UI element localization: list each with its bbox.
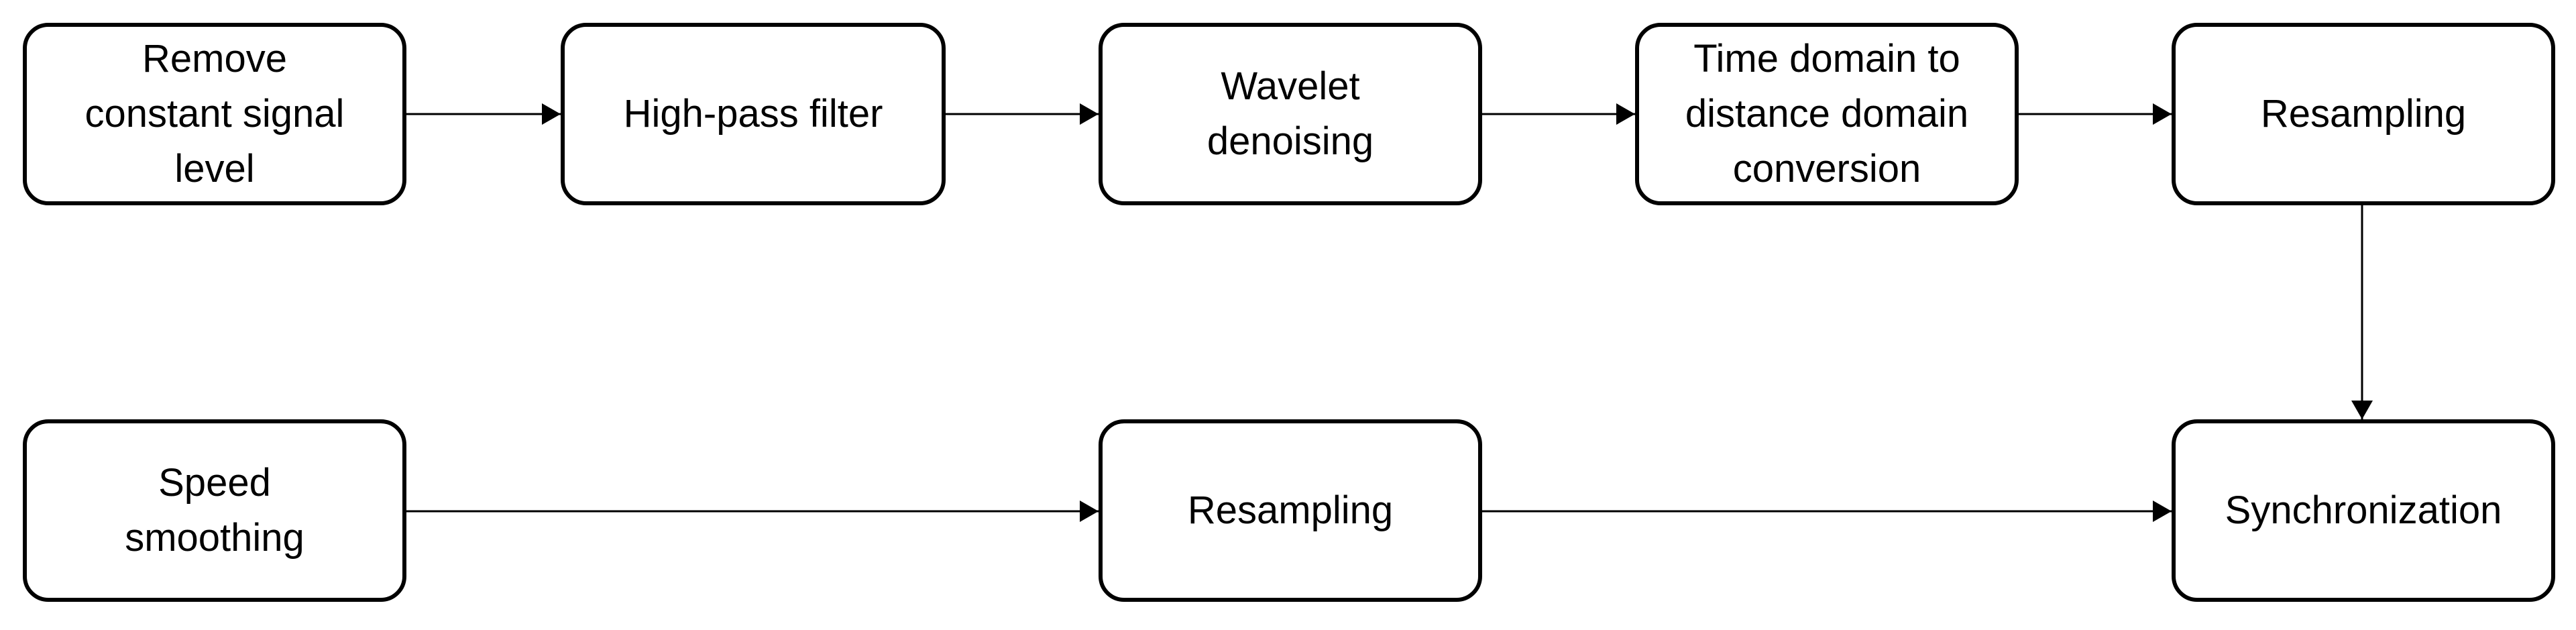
node-synchronization: Synchronization: [2172, 419, 2555, 602]
node-time-to-distance-conversion: Time domain to distance domain conversio…: [1635, 23, 2019, 205]
arrowhead-resampling-to-sync-bottom: [2153, 501, 2172, 522]
node-label-remove-constant-signal-level: Remove constant signal level: [85, 37, 345, 191]
node-label-time-to-distance-conversion: Time domain to distance domain conversio…: [1685, 37, 1969, 191]
arrowhead-resampling-to-synchronization: [2351, 401, 2373, 419]
arrowhead-speed-to-resampling: [1080, 501, 1099, 522]
node-remove-constant-signal-level: Remove constant signal level: [23, 23, 406, 205]
node-label-wavelet-denoising: Wavelet denoising: [1207, 64, 1374, 163]
node-resampling-bottom: Resampling: [1099, 419, 1482, 602]
node-label-resampling-top: Resampling: [2260, 92, 2467, 136]
arrowhead-remove-to-highpass: [542, 103, 561, 125]
node-high-pass-filter: High-pass filter: [561, 23, 946, 205]
node-label-resampling-bottom: Resampling: [1187, 488, 1394, 532]
node-resampling-top: Resampling: [2172, 23, 2555, 205]
node-speed-smoothing: Speed smoothing: [23, 419, 406, 602]
node-label-speed-smoothing: Speed smoothing: [125, 461, 304, 560]
arrowhead-highpass-to-wavelet: [1080, 103, 1099, 125]
arrowhead-wavelet-to-time-distance: [1616, 103, 1635, 125]
arrowhead-time-distance-to-resampling: [2153, 103, 2172, 125]
node-label-synchronization: Synchronization: [2225, 488, 2502, 532]
node-label-high-pass-filter: High-pass filter: [623, 92, 883, 136]
node-wavelet-denoising: Wavelet denoising: [1099, 23, 1482, 205]
